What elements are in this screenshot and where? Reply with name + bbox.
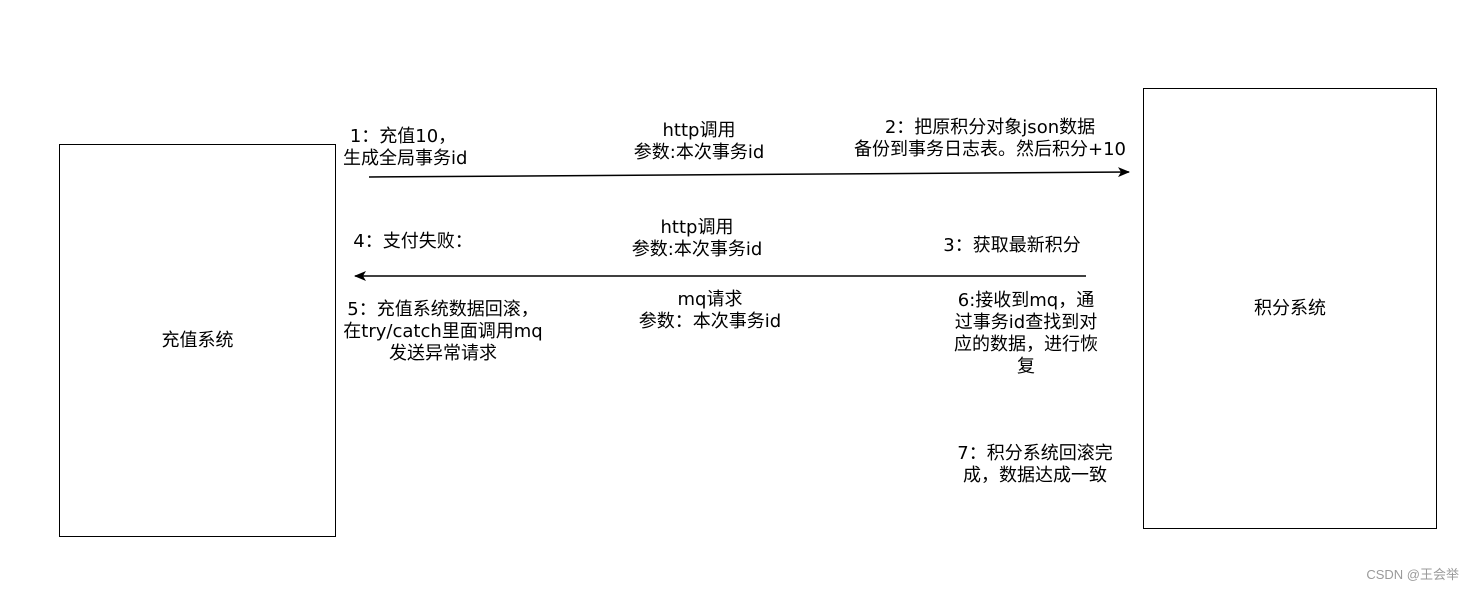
call2-label: http调用 参数:本次事务id — [612, 217, 782, 261]
mq-call-label: mq请求 参数：本次事务id — [620, 289, 800, 333]
step7-label: 7：积分系统回滚完 成，数据达成一致 — [943, 443, 1127, 487]
step4-label: 4：支付失败： — [353, 231, 473, 252]
request-arrow — [368, 167, 1130, 178]
step2-line2: 备份到事务日志表。然后积分+10 — [854, 139, 1126, 160]
step1-label: 1：充值10， 生成全局事务id — [343, 126, 468, 170]
step6-line4: 复 — [1017, 356, 1035, 377]
mq-call-line1: mq请求 — [677, 289, 743, 310]
mq-call-line2: 参数：本次事务id — [638, 311, 782, 332]
step1-line2: 生成全局事务id — [343, 148, 468, 169]
call1-line1: http调用 — [662, 120, 736, 141]
step6-line2: 过事务id查找到对 — [954, 312, 1098, 333]
watermark: CSDN @王会举 — [1366, 567, 1459, 582]
step1-line1: 1：充值10， — [349, 126, 457, 147]
step6-line1: 6:接收到mq，通 — [957, 290, 1095, 311]
step5-label: 5：充值系统数据回滚， 在try/catch里面调用mq 发送异常请求 — [333, 299, 553, 365]
step2-label: 2：把原积分对象json数据 备份到事务日志表。然后积分+10 — [840, 117, 1140, 161]
step6-line3: 应的数据，进行恢 — [954, 334, 1098, 355]
call2-line2: 参数:本次事务id — [631, 239, 763, 260]
step5-line2: 在try/catch里面调用mq — [343, 321, 543, 342]
step7-line1: 7：积分系统回滚完 — [957, 443, 1113, 464]
call2-line1: http调用 — [660, 217, 734, 238]
step6-label: 6:接收到mq，通 过事务id查找到对 应的数据，进行恢 复 — [941, 290, 1111, 378]
points-system-box[interactable]: 积分系统 — [1143, 88, 1437, 529]
charge-system-label: 充值系统 — [161, 329, 234, 351]
points-system-label: 积分系统 — [1254, 297, 1326, 319]
charge-system-box[interactable]: 充值系统 — [59, 144, 336, 537]
step2-line1: 2：把原积分对象json数据 — [884, 117, 1096, 138]
step5-line1: 5：充值系统数据回滚， — [347, 299, 539, 320]
step3-label: 3：获取最新积分 — [943, 235, 1081, 256]
call1-line2: 参数:本次事务id — [633, 142, 765, 163]
step5-line3: 发送异常请求 — [389, 343, 497, 364]
step7-line2: 成，数据达成一致 — [963, 465, 1107, 486]
call1-label: http调用 参数:本次事务id — [614, 120, 784, 164]
